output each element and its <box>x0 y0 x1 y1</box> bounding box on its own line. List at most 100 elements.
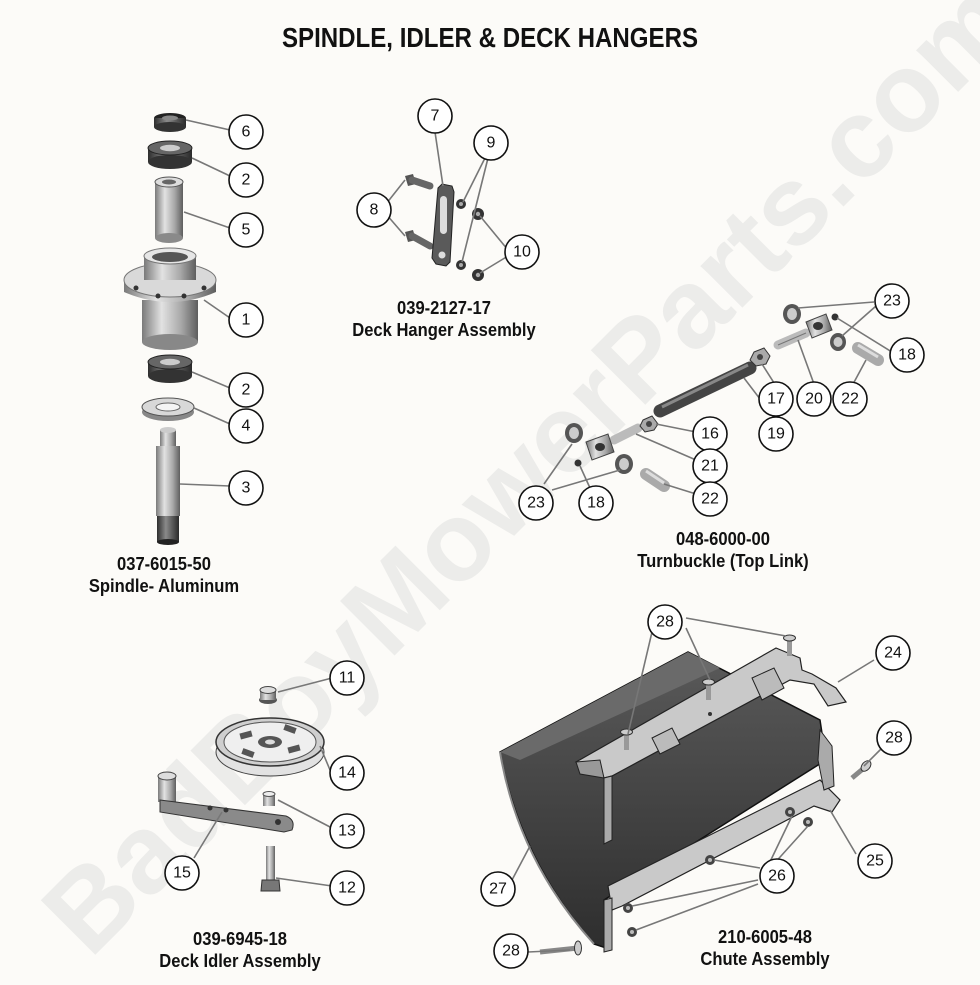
turnbuckle-label: 048-6000-00 Turnbuckle (Top Link) <box>619 528 827 572</box>
callout-24: 24 <box>875 635 911 671</box>
callout-23-upper: 23 <box>874 283 910 319</box>
deck-idler-label: 039-6945-18 Deck Idler Assembly <box>139 928 341 972</box>
callout-18-lower: 18 <box>578 485 614 521</box>
callout-28-top: 28 <box>647 604 683 640</box>
svg-text:2: 2 <box>242 382 251 399</box>
callout-28-right: 28 <box>876 720 912 756</box>
svg-text:4: 4 <box>242 418 251 435</box>
svg-text:24: 24 <box>884 645 902 662</box>
svg-text:28: 28 <box>656 614 674 631</box>
bolt-part-8-lower <box>405 230 434 250</box>
callout-7: 7 <box>417 98 453 134</box>
svg-text:7: 7 <box>431 108 440 125</box>
deck-hanger-part-number: 039-2127-17 <box>397 298 491 318</box>
svg-text:9: 9 <box>487 135 496 152</box>
bolt-part-28-right <box>850 760 872 780</box>
bracket-part-24 <box>574 647 848 845</box>
set-screw-part-18-upper <box>831 313 839 321</box>
callout-26: 26 <box>759 858 795 894</box>
spindle-assembly-drawing <box>123 113 217 545</box>
callout-22-lower: 22 <box>692 481 728 517</box>
tube-part-19 <box>653 361 757 418</box>
hanger-plate-part-7 <box>431 183 455 267</box>
spindle-name: Spindle- Aluminum <box>88 576 240 596</box>
svg-text:18: 18 <box>898 347 916 364</box>
shaft-part-3 <box>156 427 180 545</box>
turnbuckle-drawing <box>565 304 884 492</box>
svg-text:23: 23 <box>527 495 545 512</box>
spindle-part-number: 037-6015-50 <box>117 554 211 574</box>
callout-18-upper: 18 <box>889 337 925 373</box>
bolt-part-28-bottom <box>539 940 582 956</box>
callout-27: 27 <box>480 871 516 907</box>
deck-idler-drawing <box>157 686 325 892</box>
chute-part-number: 210-6005-48 <box>718 927 812 947</box>
pin-part-22-upper <box>852 342 884 366</box>
chute-name: Chute Assembly <box>700 949 830 969</box>
svg-text:22: 22 <box>701 491 719 508</box>
deck-hanger-drawing <box>405 174 484 281</box>
callout-9: 9 <box>473 125 509 161</box>
clevis-upper <box>805 313 833 339</box>
pin-part-22-lower <box>640 468 670 492</box>
housing-part-1 <box>123 247 217 350</box>
chute-label: 210-6005-48 Chute Assembly <box>668 926 861 970</box>
callout-22-upper: 22 <box>832 381 868 417</box>
svg-text:8: 8 <box>370 202 379 219</box>
svg-text:26: 26 <box>768 868 786 885</box>
callout-3: 3 <box>228 470 264 506</box>
idler-arm-part-15 <box>157 771 294 833</box>
bolt-part-12 <box>260 846 281 892</box>
spindle-assembly-label: 037-6015-50 Spindle- Aluminum <box>72 553 256 597</box>
nut-part-16 <box>639 415 659 433</box>
callout-23-lower: 23 <box>518 485 554 521</box>
svg-text:6: 6 <box>242 124 251 141</box>
rod-part-21 <box>609 423 643 445</box>
bushing-part-23-upper-a <box>783 304 801 324</box>
callout-bubbles: 6 2 5 1 2 4 3 7 8 9 10 23 18 22 20 17 19… <box>164 98 925 969</box>
deck-idler-name: Deck Idler Assembly <box>159 951 321 971</box>
callout-12: 12 <box>329 870 365 906</box>
nut-part-9-lower <box>456 260 466 270</box>
bearing-part-2-lower <box>147 354 193 383</box>
svg-text:25: 25 <box>866 853 884 870</box>
svg-text:10: 10 <box>513 244 531 261</box>
bushing-part-23-lower-a <box>565 423 583 443</box>
deck-hanger-label: 039-2127-17 Deck Hanger Assembly <box>334 297 555 341</box>
bushing-part-23-upper-b <box>830 333 846 351</box>
svg-text:13: 13 <box>338 823 356 840</box>
callout-19: 19 <box>758 416 794 452</box>
svg-text:23: 23 <box>883 293 901 310</box>
svg-text:2: 2 <box>242 172 251 189</box>
callout-8: 8 <box>356 192 392 228</box>
svg-text:28: 28 <box>885 730 903 747</box>
callout-10: 10 <box>504 234 540 270</box>
svg-text:19: 19 <box>767 426 785 443</box>
svg-text:1: 1 <box>242 312 251 329</box>
nut-part-17 <box>749 347 771 367</box>
svg-text:22: 22 <box>841 391 859 408</box>
callout-13: 13 <box>329 813 365 849</box>
svg-text:15: 15 <box>173 865 191 882</box>
spacer-part-13 <box>262 791 276 806</box>
svg-text:27: 27 <box>489 881 507 898</box>
seal-part-6 <box>154 113 186 132</box>
bolt-part-8-upper <box>405 174 434 190</box>
svg-text:12: 12 <box>338 880 356 897</box>
callout-6: 6 <box>228 114 264 150</box>
svg-text:5: 5 <box>242 222 251 239</box>
washer-part-4 <box>141 397 195 421</box>
bracket-part-25 <box>603 728 841 953</box>
bushing-part-23-lower-b <box>615 454 633 474</box>
callout-5: 5 <box>228 212 264 248</box>
bolt-part-28-top-a <box>783 634 796 656</box>
callout-2-lower: 2 <box>228 372 264 408</box>
svg-text:21: 21 <box>701 458 719 475</box>
callout-16: 16 <box>692 416 728 452</box>
nut-part-26-d <box>623 903 633 913</box>
nut-part-26-e <box>627 927 637 937</box>
chute-panel-part-27 <box>499 651 827 950</box>
callout-1: 1 <box>228 302 264 338</box>
spacer-part-5 <box>154 176 184 243</box>
